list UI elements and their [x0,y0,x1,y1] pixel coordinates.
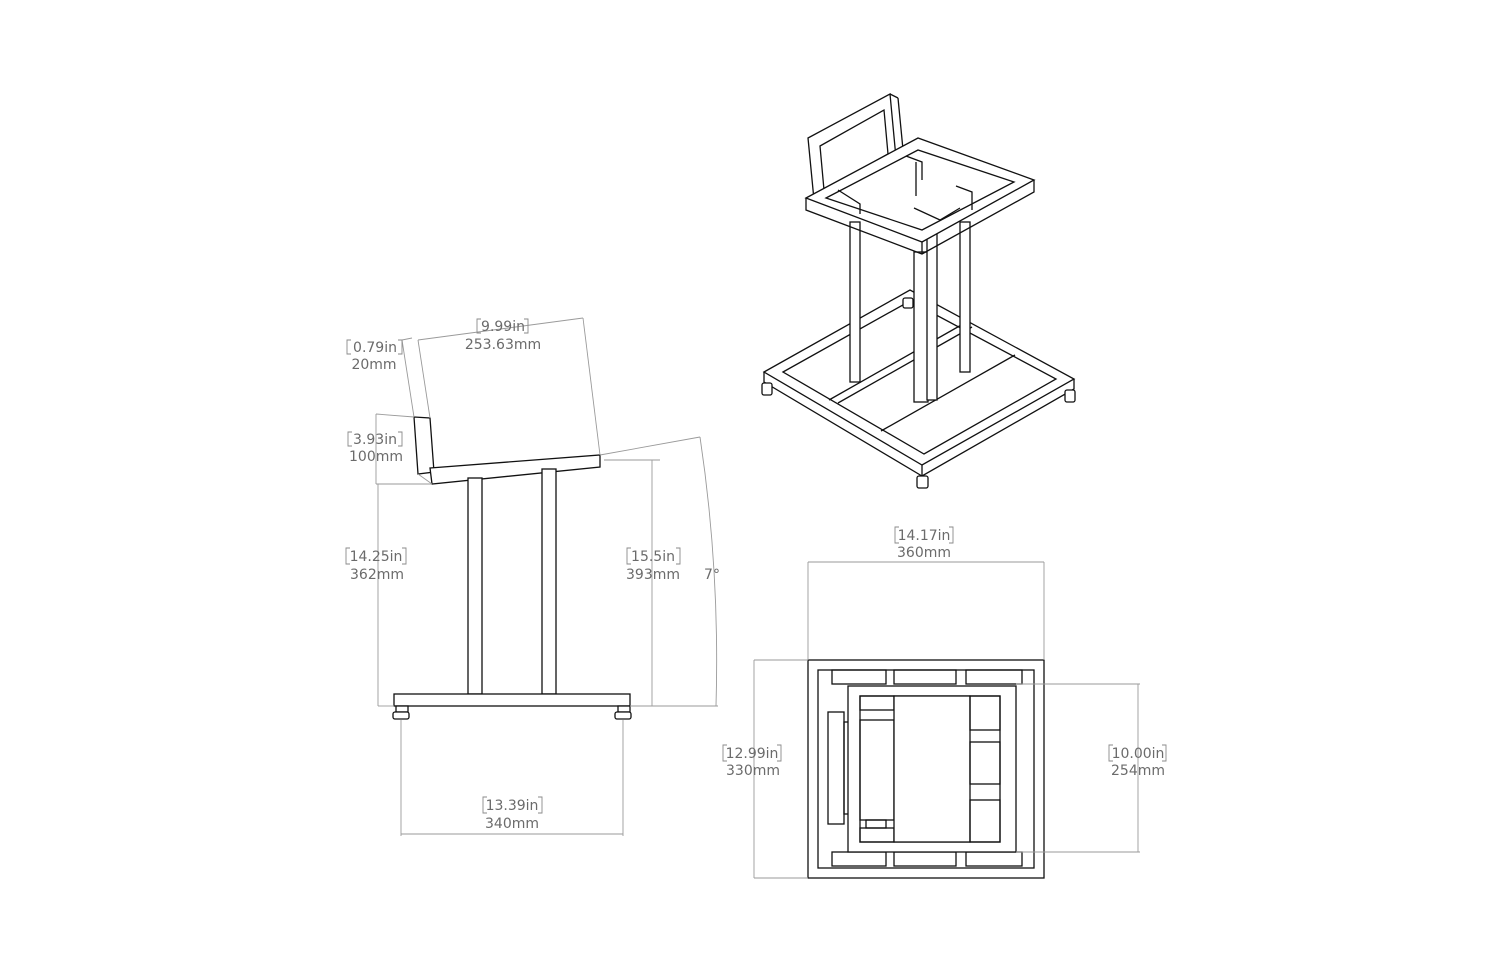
side-base [392,693,632,720]
label-front-height-inch: 15.5in [631,549,675,565]
label-top-depth-metric: 330mm [726,763,780,779]
label-top-width-inch: 14.17in [898,528,951,544]
dim-label-front-height: 15.5in 393mm [626,547,681,583]
side-view [375,317,718,836]
dim-label-top-width: 14.17in 360mm [894,526,954,561]
iso-feet [761,297,1076,489]
isometric-view [761,92,1076,489]
dim-label-tilt-angle: 7° [704,567,720,583]
label-base-depth-metric: 340mm [485,816,539,832]
dim-label-back-length: 9.99in 253.63mm [465,318,541,353]
label-back-thickness-metric: 20mm [351,357,396,373]
dim-label-top-depth: 12.99in 330mm [722,744,782,779]
side-seat [413,416,601,485]
label-back-length-inch: 9.99in [481,319,525,335]
dim-label-back-thickness: 0.79in 20mm [346,339,403,373]
label-back-length-metric: 253.63mm [465,337,541,353]
iso-posts [849,221,971,403]
side-dimension-lines [375,317,718,836]
label-back-height-metric: 100mm [349,449,403,465]
dim-label-rear-height: 14.25in 362mm [345,547,407,583]
dim-label-back-height: 3.93in 100mm [347,431,403,465]
label-platform-depth-inch: 10.00in [1112,746,1165,762]
top-view [753,561,1140,879]
dim-label-base-depth: 13.39in 340mm [482,796,543,832]
label-back-thickness-inch: 0.79in [353,340,397,356]
label-back-height-inch: 3.93in [353,432,397,448]
label-rear-height-metric: 362mm [350,567,404,583]
label-top-depth-inch: 12.99in [726,746,779,762]
label-rear-height-inch: 14.25in [350,549,403,565]
iso-seat-frame [804,137,1036,255]
top-dimension-lines [753,561,1140,879]
top-seat-platform [847,685,1017,853]
label-tilt-angle: 7° [704,567,720,583]
side-legs [467,468,557,695]
label-base-depth-inch: 13.39in [486,798,539,814]
label-top-width-metric: 360mm [897,545,951,561]
label-front-height-metric: 393mm [626,567,680,583]
label-platform-depth-metric: 254mm [1111,763,1165,779]
dim-label-platform-depth: 10.00in 254mm [1108,744,1167,779]
